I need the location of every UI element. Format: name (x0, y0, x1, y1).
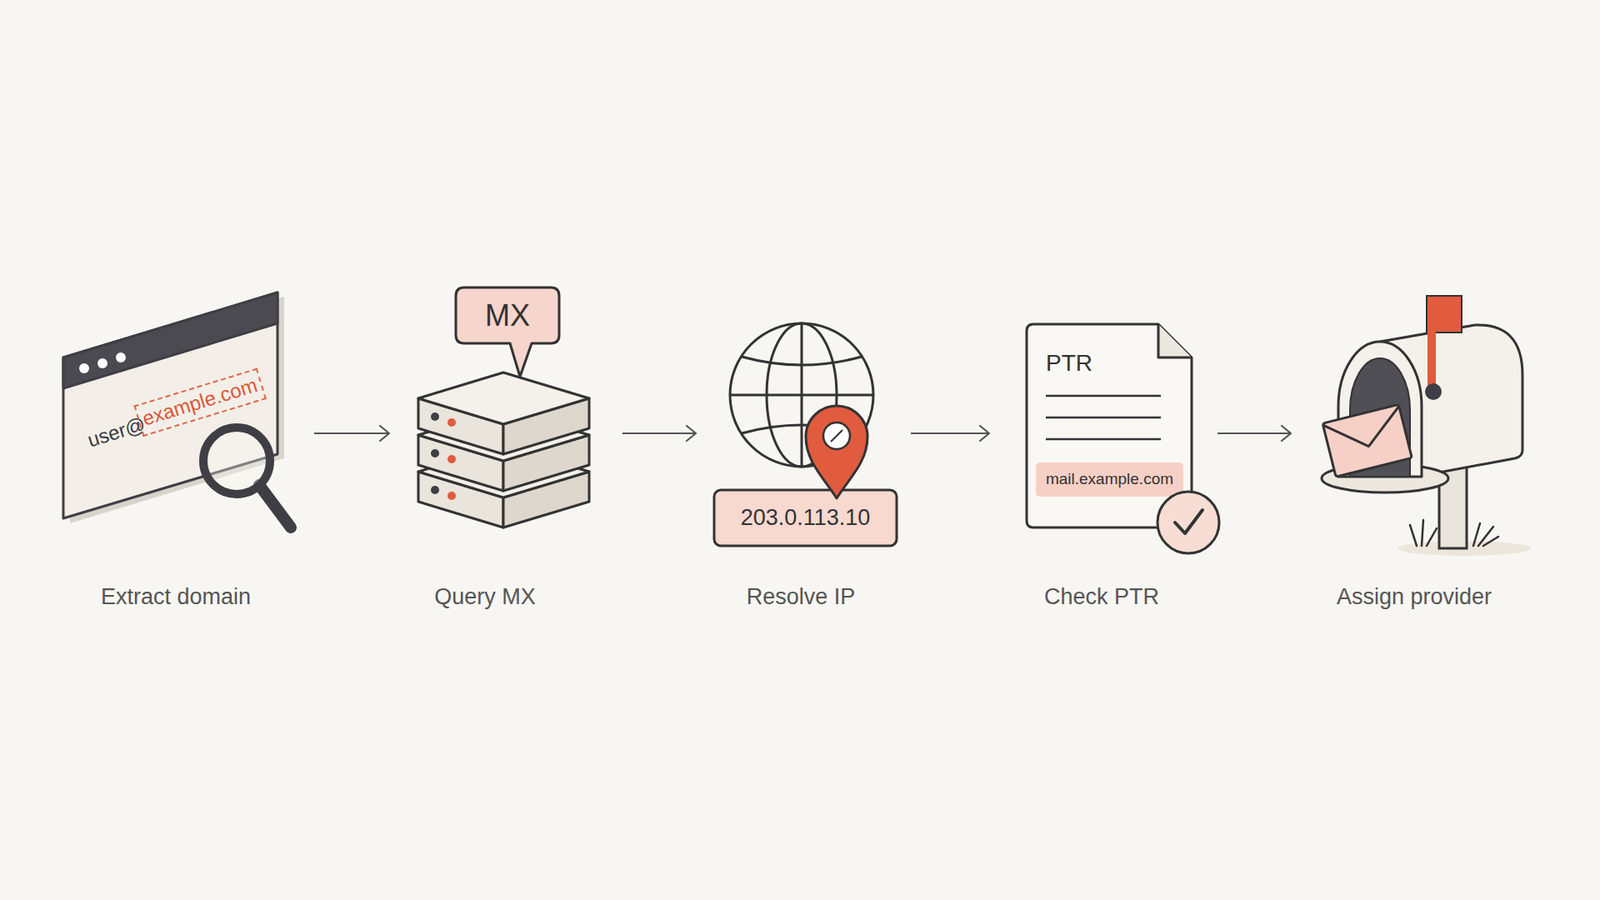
text-line (1045, 438, 1161, 441)
location-pin (805, 405, 868, 499)
server-slab (418, 372, 590, 455)
flow-arrow (910, 425, 990, 441)
arrow-line (622, 432, 696, 435)
flow-arrow (314, 425, 390, 441)
equator (730, 394, 874, 397)
window-dot (97, 358, 108, 369)
email-domain: example.com (133, 368, 266, 437)
step-node: MXQuery MX (393, 275, 619, 625)
slab-top (418, 372, 590, 425)
flag-arm (1427, 300, 1436, 392)
arrow-line (910, 432, 990, 435)
arrow-head (980, 425, 990, 441)
status-led (447, 455, 456, 464)
document (1026, 324, 1192, 528)
flag-pivot (1425, 383, 1442, 400)
grass (1473, 523, 1499, 546)
window-dot (79, 363, 90, 374)
check-badge (1157, 491, 1220, 554)
step-caption: Assign provider (1289, 583, 1540, 610)
step-caption: Resolve IP (675, 583, 926, 610)
status-led (430, 412, 440, 421)
magnifier-lens (203, 427, 270, 495)
status-led (430, 449, 440, 458)
step-node: user@example.comExtract domain (58, 275, 310, 625)
arrow-head (1281, 425, 1291, 441)
envelope-body (1322, 404, 1412, 477)
arrow-line (314, 432, 390, 435)
speech-bubble (455, 287, 560, 377)
record-type: PTR (1045, 349, 1093, 378)
ip-box (714, 490, 897, 546)
hostname: mail.example.com (1035, 462, 1184, 497)
status-led (447, 418, 456, 427)
pin-hole (823, 422, 850, 450)
status-led (447, 491, 456, 500)
step-caption: Check PTR (976, 583, 1227, 610)
arrow-head (380, 425, 390, 441)
highlight (1035, 462, 1184, 497)
latitude (741, 356, 862, 365)
envelope (1322, 404, 1412, 477)
step-node: Assign provider (1295, 275, 1534, 625)
window-dot (115, 352, 126, 363)
step-node: 203.0.113.10Resolve IP (700, 275, 907, 625)
email-local-part: user@ (85, 412, 149, 453)
envelope-flap (1323, 405, 1407, 456)
text-line (1045, 395, 1161, 398)
page-fold (1158, 324, 1192, 358)
pin-mark (830, 430, 843, 442)
step-caption: Query MX (360, 583, 610, 610)
ip-address: 203.0.113.10 (714, 490, 897, 546)
step-caption: Extract domain (50, 583, 301, 610)
magnifier-handle (259, 485, 291, 528)
step-node: PTRmail.example.comCheck PTR (993, 275, 1214, 625)
text-line (1045, 416, 1161, 420)
status-led (430, 485, 440, 495)
flow-arrow (1217, 425, 1291, 441)
flow-arrow (622, 425, 696, 441)
check-mark (1175, 510, 1203, 534)
grass (1410, 520, 1437, 546)
server-stack (418, 372, 590, 528)
arrow-head (686, 425, 696, 441)
arrow-line (1217, 432, 1291, 435)
record-type: MX (455, 287, 560, 344)
browser-window (63, 292, 278, 519)
